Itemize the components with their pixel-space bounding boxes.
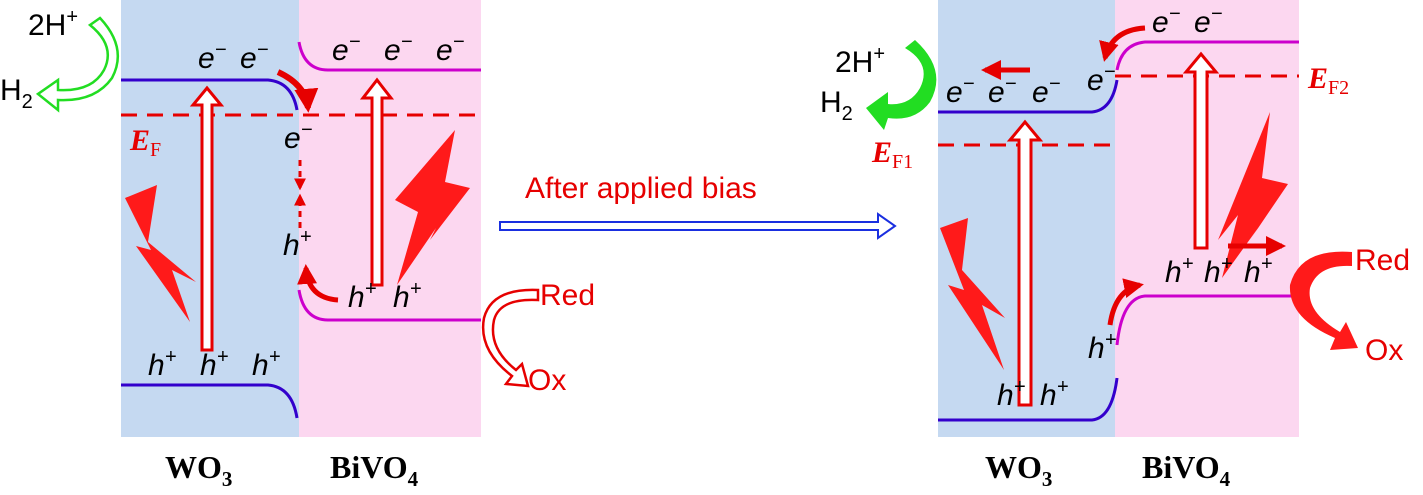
hole-label: h+ [1204, 253, 1232, 289]
bivo4-conduction-band-left [297, 41, 481, 72]
hole-label: h+ [1088, 329, 1116, 365]
hole-label: h+ [1165, 253, 1193, 289]
bivo4-label-left: BiVO4 [330, 449, 419, 491]
ox-label: Ox [528, 364, 566, 397]
fermi-level-label-left: EF [129, 124, 161, 161]
hole-label: h+ [393, 278, 421, 314]
proton-label: 2H+ [835, 43, 885, 79]
proton-label: 2H+ [28, 6, 78, 42]
wo3-label-left: WO3 [165, 449, 232, 491]
bias-transition: After applied bias [499, 172, 897, 240]
ox-label: Ox [1365, 334, 1403, 367]
electron-label: e− [384, 31, 412, 67]
oxidation-arrow-icon [481, 288, 540, 388]
oxidation-arrow-icon [1289, 251, 1358, 350]
electron-transfer-arrow [1099, 25, 1146, 62]
excitation-arrow-bivo4-right [1182, 51, 1220, 250]
bivo4-conduction-band-right [1115, 40, 1299, 71]
left-panel: EF e− e− e− e− e− e− h+ h+ h+ h+ h+ h+ 2… [0, 0, 595, 491]
electron-label: e− [332, 31, 360, 67]
bivo4-label-right: BiVO4 [1142, 449, 1231, 491]
bias-label: After applied bias [525, 172, 757, 205]
hole-label: h+ [348, 278, 376, 314]
wo3-valence-band-left [121, 383, 299, 419]
h2-label: H2 [820, 86, 853, 125]
reduction-arrow-icon [35, 16, 120, 113]
reduction-arrow-icon [866, 40, 937, 130]
hole-transfer-arrow [297, 264, 339, 303]
excitation-arrow-wo3-right [1006, 119, 1044, 407]
wo3-conduction-band-right [938, 79, 1119, 114]
lightning-bolt-icon [940, 218, 1005, 370]
hole-label: h+ [200, 346, 228, 382]
excitation-arrow-bivo4-left [359, 77, 395, 287]
electron-label: e− [240, 39, 268, 75]
bivo4-valence-band-right [1115, 294, 1299, 346]
electron-label: e− [1032, 73, 1060, 109]
hole-label: h+ [252, 346, 280, 382]
electron-label: e− [284, 119, 312, 155]
electron-label: e− [946, 73, 974, 109]
red-label: Red [540, 279, 595, 312]
fermi-level-2-label: EF2 [1307, 62, 1349, 99]
red-label: Red [1355, 244, 1410, 277]
electron-label: e− [1194, 3, 1222, 39]
electron-label: e− [1087, 61, 1115, 97]
wo3-valence-band-right [938, 377, 1119, 422]
electron-label: e− [988, 73, 1016, 109]
hole-transfer-arrow [1107, 278, 1144, 326]
wo3-label-right: WO3 [985, 449, 1052, 491]
excitation-arrow-wo3-left [189, 85, 225, 352]
fermi-level-1-label: EF1 [871, 136, 913, 173]
h2-label: H2 [0, 74, 33, 113]
hole-label: h+ [148, 346, 176, 382]
hole-label: h+ [997, 376, 1025, 412]
process-arrow-icon [499, 212, 897, 240]
hole-label: h+ [283, 226, 311, 262]
bivo4-region-left [299, 0, 481, 437]
electron-transfer-arrow [276, 69, 319, 113]
bivo4-valence-band-left [297, 289, 481, 322]
hole-label: h+ [1040, 376, 1068, 412]
lightning-bolt-icon [125, 185, 196, 322]
lightning-bolt-icon [395, 130, 470, 285]
electron-label: e− [198, 39, 226, 75]
hole-label: h+ [1244, 253, 1272, 289]
lightning-bolt-icon [1218, 112, 1288, 278]
electron-label: e− [1152, 3, 1180, 39]
electron-label: e− [436, 31, 464, 67]
right-panel: EF1 EF2 e− e− e− e− e− e− h+ h+ h+ h+ h+… [820, 0, 1410, 491]
